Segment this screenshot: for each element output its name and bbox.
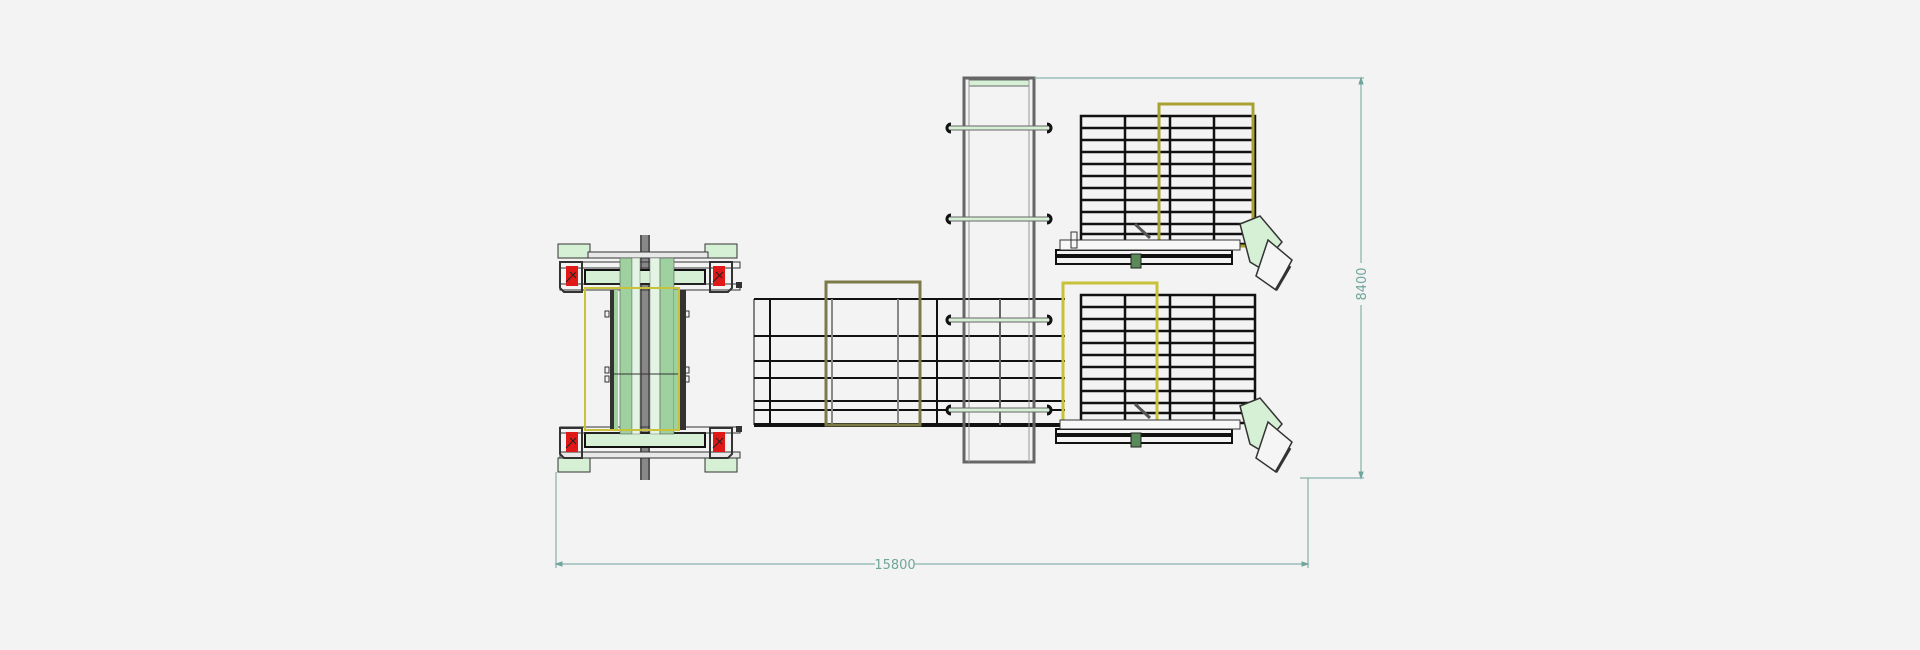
- rack-lower: [1055, 281, 1293, 474]
- drive-motor-icon: [559, 261, 583, 293]
- robot-gripper-icon: [1239, 397, 1293, 474]
- dimension-label-width: 8400: [1355, 267, 1370, 300]
- dimension-width: [554, 472, 1310, 568]
- robot-gripper-icon: [1239, 215, 1293, 292]
- walkway-ladder: [945, 76, 1053, 464]
- dimension-label-length: 15800: [874, 558, 915, 573]
- drive-motor-icon: [559, 427, 583, 459]
- drive-motor-icon: [709, 261, 733, 293]
- drive-motor-icon: [709, 427, 733, 459]
- turntable-unit: [557, 235, 742, 480]
- dimension-height: [1034, 76, 1364, 480]
- rack-upper: [1055, 102, 1293, 292]
